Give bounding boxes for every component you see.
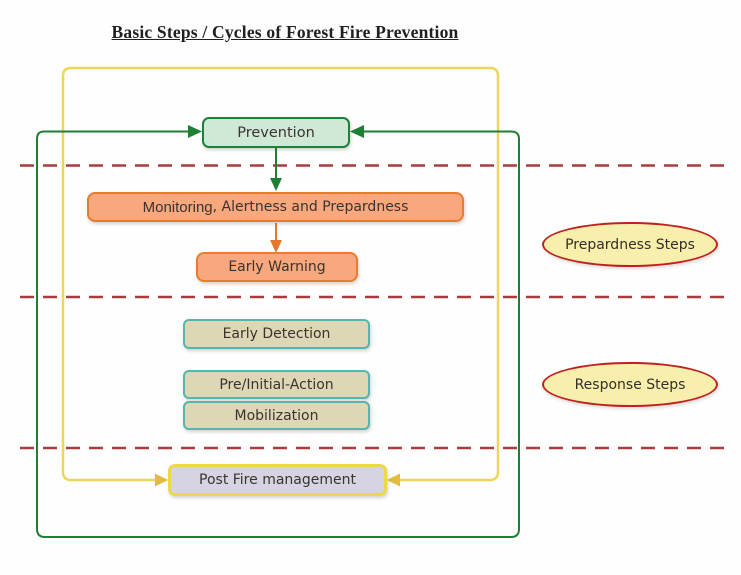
yellow-cycle-line bbox=[61, 66, 500, 482]
node-early-detection-label: Early Detection bbox=[222, 326, 331, 342]
node-monitoring: Monitoring , Alertness and Prepardness bbox=[87, 192, 464, 222]
yellow-arrowhead-right-icon bbox=[387, 473, 400, 487]
node-prevention: Prevention bbox=[202, 117, 350, 148]
green-arrowhead-down-icon bbox=[270, 178, 282, 191]
node-monitoring-label-part2: , Alertness and Prepardness bbox=[212, 199, 409, 215]
node-early-warning-label: Early Warning bbox=[228, 259, 326, 275]
response-steps-label: Response Steps bbox=[574, 376, 686, 393]
side-label-prepardness-steps: Prepardness Steps bbox=[542, 222, 718, 267]
yellow-arrowhead-left-icon bbox=[155, 473, 168, 487]
prepardness-steps-label: Prepardness Steps bbox=[565, 236, 695, 253]
node-pre-initial-action: Pre/Initial-Action bbox=[183, 370, 370, 399]
green-cycle-line bbox=[36, 130, 520, 538]
green-arrowhead-right-icon bbox=[350, 125, 364, 138]
diagram-title: Basic Steps / Cycles of Forest Fire Prev… bbox=[111, 22, 459, 42]
node-prevention-label: Prevention bbox=[237, 124, 315, 141]
node-post-fire-management: Post Fire management bbox=[168, 464, 387, 496]
side-label-response-steps: Response Steps bbox=[542, 362, 718, 407]
node-mobilization-label: Mobilization bbox=[234, 407, 319, 424]
node-monitoring-label-part1: Monitoring bbox=[142, 198, 213, 216]
node-pre-initial-action-label: Pre/Initial-Action bbox=[219, 376, 334, 393]
green-arrowhead-left-icon bbox=[188, 125, 202, 138]
node-early-detection: Early Detection bbox=[183, 319, 370, 349]
node-early-warning: Early Warning bbox=[196, 252, 358, 282]
node-mobilization: Mobilization bbox=[183, 401, 370, 430]
node-post-fire-management-label: Post Fire management bbox=[199, 472, 356, 488]
orange-arrowhead-down-icon bbox=[270, 240, 282, 253]
